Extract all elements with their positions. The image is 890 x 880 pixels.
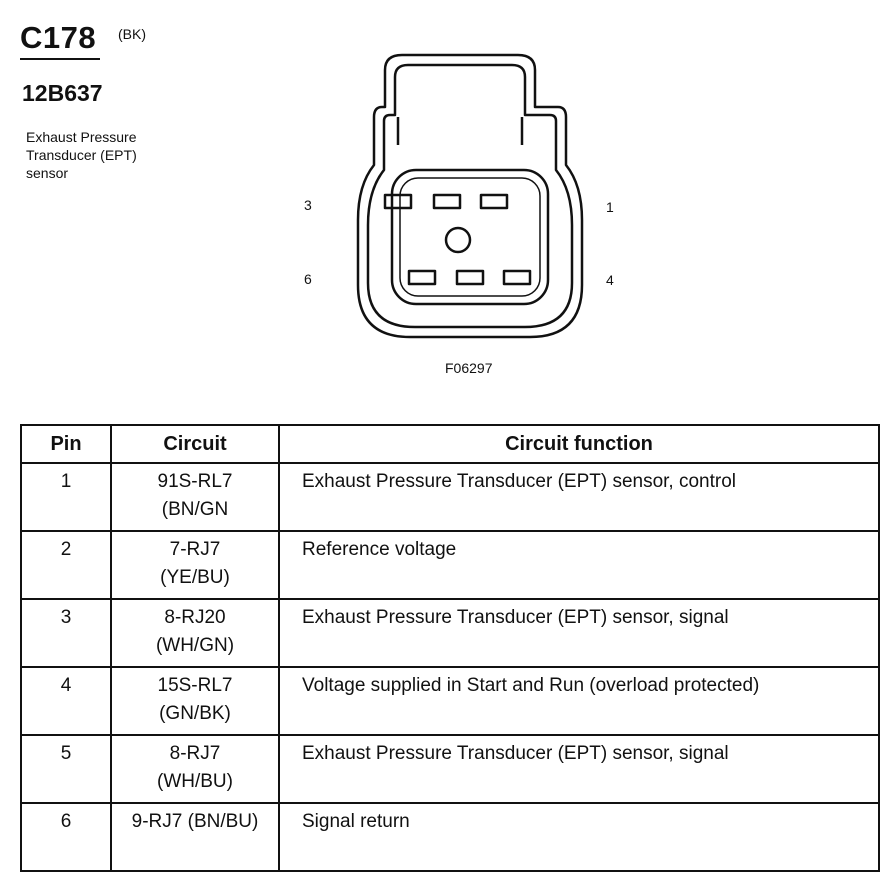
table-row: 3 8-RJ20 (WH/GN) Exhaust Pressure Transd… — [20, 598, 880, 668]
description-line-3: sensor — [26, 165, 69, 181]
connector-id: C178 — [20, 20, 97, 55]
table-row: 1 91S-RL7 (BN/GN Exhaust Pressure Transd… — [20, 462, 880, 532]
connector-color: (BK) — [118, 26, 146, 42]
pin-number: 1 — [20, 462, 112, 532]
pin-number: 2 — [20, 530, 112, 600]
circuit-color: (GN/BK) — [159, 703, 231, 724]
circuit-function: Exhaust Pressure Transducer (EPT) sensor… — [278, 598, 880, 668]
circuit-function: Reference voltage — [278, 530, 880, 600]
circuit-color: (WH/GN) — [155, 635, 235, 656]
circuit-function: Exhaust Pressure Transducer (EPT) sensor… — [278, 462, 880, 532]
connector-id-underline — [20, 58, 100, 60]
circuit-color: (WH/BU) — [157, 771, 233, 792]
circuit-line: 15S-RL7 — [157, 675, 233, 696]
circuit-function: Exhaust Pressure Transducer (EPT) sensor… — [278, 734, 880, 804]
table-row: 4 15S-RL7 (GN/BK) Voltage supplied in St… — [20, 666, 880, 736]
circuit-line: 8-RJ7 — [169, 743, 221, 764]
pin-cavity-1 — [479, 193, 509, 210]
header-function: Circuit function — [278, 424, 880, 464]
pin-label-3: 3 — [304, 197, 312, 213]
connector-housing-outer — [356, 53, 584, 339]
table-row: 2 7-RJ7 (YE/BU) Reference voltage — [20, 530, 880, 600]
circuit-line: 7-RJ7 — [169, 539, 221, 560]
circuit-line: 8-RJ20 — [164, 607, 226, 628]
circuit-color: (YE/BU) — [160, 567, 230, 588]
circuit-function: Voltage supplied in Start and Run (overl… — [278, 666, 880, 736]
pin-cavity-2 — [432, 193, 462, 210]
header-pin: Pin — [20, 424, 112, 464]
pinout-table: Pin Circuit Circuit function 1 91S-RL7 (… — [20, 424, 880, 872]
pin-cavity-5 — [455, 269, 485, 286]
connector-housing-inner — [366, 63, 574, 329]
table-row: 5 8-RJ7 (WH/BU) Exhaust Pressure Transdu… — [20, 734, 880, 804]
pin-label-1: 1 — [606, 199, 614, 215]
circuit-code: 91S-RL7 (BN/GN — [110, 462, 280, 532]
circuit-line: 91S-RL7 — [157, 471, 233, 492]
table-header-row: Pin Circuit Circuit function — [20, 424, 880, 464]
connector-face-diagram — [356, 53, 584, 339]
circuit-color: (BN/GN — [161, 499, 229, 520]
pin-cavity-3 — [383, 193, 413, 210]
pin-face — [390, 168, 550, 306]
pin-label-6: 6 — [304, 271, 312, 287]
part-number: 12B637 — [22, 80, 103, 106]
circuit-code: 9-RJ7 (BN/BU) — [110, 802, 280, 872]
component-description: Exhaust Pressure Transducer (EPT) sensor — [26, 128, 216, 182]
circuit-code: 8-RJ7 (WH/BU) — [110, 734, 280, 804]
pin-label-4: 4 — [606, 272, 614, 288]
header-circuit: Circuit — [110, 424, 280, 464]
circuit-code: 8-RJ20 (WH/GN) — [110, 598, 280, 668]
circuit-code: 7-RJ7 (YE/BU) — [110, 530, 280, 600]
pin-number: 6 — [20, 802, 112, 872]
pin-cavity-6 — [407, 269, 437, 286]
pin-number: 3 — [20, 598, 112, 668]
figure-id: F06297 — [445, 360, 493, 376]
polarizing-key — [444, 226, 472, 254]
pin-number: 4 — [20, 666, 112, 736]
description-line-2: Transducer (EPT) — [26, 147, 137, 163]
pin-cavity-4 — [502, 269, 532, 286]
pin-face-inner — [399, 177, 541, 297]
pin-number: 5 — [20, 734, 112, 804]
circuit-code: 15S-RL7 (GN/BK) — [110, 666, 280, 736]
description-line-1: Exhaust Pressure — [26, 129, 137, 145]
table-row: 6 9-RJ7 (BN/BU) Signal return — [20, 802, 880, 872]
circuit-function: Signal return — [278, 802, 880, 872]
circuit-line: 9-RJ7 (BN/BU) — [131, 811, 259, 832]
